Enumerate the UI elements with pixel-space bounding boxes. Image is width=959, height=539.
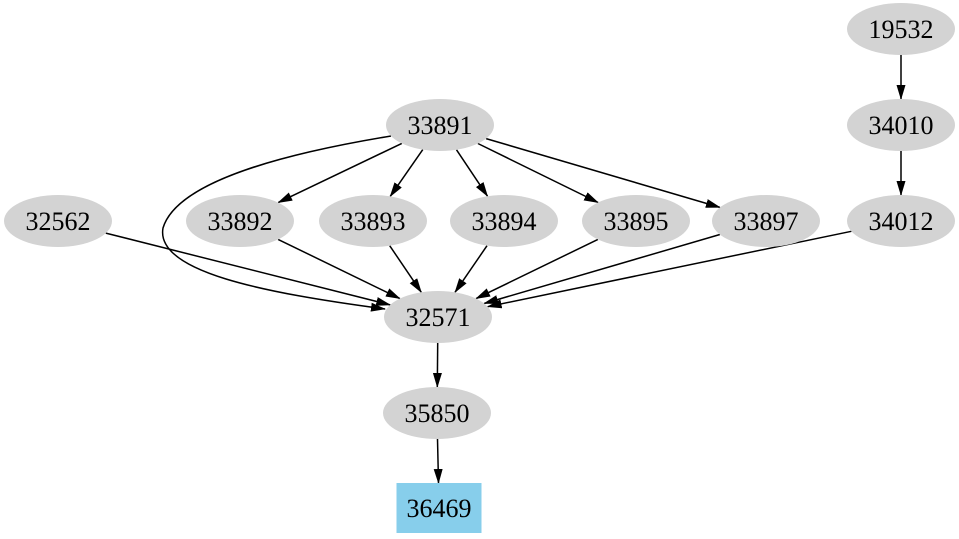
node-shape-rect: [396, 483, 482, 533]
graph-edge-33891-33893: [389, 149, 424, 198]
graph-edge-33894-32571: [454, 245, 488, 294]
graph-node-33892: 33892: [186, 195, 294, 247]
node-shape-ellipse: [712, 195, 820, 247]
graph-node-33897: 33897: [712, 195, 820, 247]
graph-edge-33891-33892: [277, 142, 403, 204]
node-label: 33895: [604, 207, 669, 236]
node-label: 33892: [208, 207, 273, 236]
graph-node-34012: 34012: [847, 195, 955, 247]
graph-node-36469: 36469: [396, 483, 482, 533]
node-label: 32562: [26, 207, 91, 236]
node-label: 36469: [407, 494, 472, 523]
node-shape-ellipse: [847, 3, 955, 55]
node-shape-ellipse: [383, 387, 491, 439]
graph-node-33894: 33894: [450, 195, 558, 247]
node-shape-ellipse: [186, 195, 294, 247]
graph-node-35850: 35850: [383, 387, 491, 439]
graph-edge-33897-32571: [483, 233, 721, 305]
graph-node-32562: 32562: [4, 195, 112, 247]
graph-node-33895: 33895: [582, 195, 690, 247]
graph-edge-33891-33894: [455, 149, 489, 198]
node-shape-ellipse: [319, 195, 427, 247]
node-label: 34010: [869, 111, 934, 140]
node-shape-ellipse: [582, 195, 690, 247]
node-shape-ellipse: [384, 291, 492, 343]
node-label: 34012: [869, 207, 934, 236]
node-shape-ellipse: [450, 195, 558, 247]
graph-edge-33891-33897: [485, 137, 721, 209]
graph-node-33893: 33893: [319, 195, 427, 247]
graph-edge-33892-32571: [277, 238, 401, 300]
graph-edge-35850-36469: [433, 438, 443, 484]
graph-node-33891: 33891: [386, 99, 494, 151]
graph-node-32571: 32571: [384, 291, 492, 343]
node-label: 19532: [869, 15, 934, 44]
node-label: 33893: [341, 207, 406, 236]
graph-edge-34012-32571: [486, 230, 852, 309]
node-label: 35850: [405, 399, 470, 428]
node-shape-ellipse: [386, 99, 494, 151]
graph-edge-33893-32571: [389, 245, 422, 294]
edges-layer: [105, 55, 906, 484]
graph-edge-33891-33895: [477, 142, 599, 204]
node-label: 33897: [734, 207, 799, 236]
node-shape-ellipse: [4, 195, 112, 247]
graph-edge-33895-32571: [475, 238, 599, 300]
graph-edge-33891-32571: [162, 135, 392, 312]
node-shape-ellipse: [847, 195, 955, 247]
node-shape-ellipse: [847, 99, 955, 151]
nodes-layer: 19532 34010 34012 33891 32562 33892 33893 33894…: [4, 3, 955, 533]
graph-edge-32562-32571: [105, 232, 392, 306]
graph-node-34010: 34010: [847, 99, 955, 151]
node-label: 33891: [408, 111, 473, 140]
graph-node-19532: 19532: [847, 3, 955, 55]
node-label: 32571: [406, 303, 471, 332]
node-label: 33894: [472, 207, 537, 236]
